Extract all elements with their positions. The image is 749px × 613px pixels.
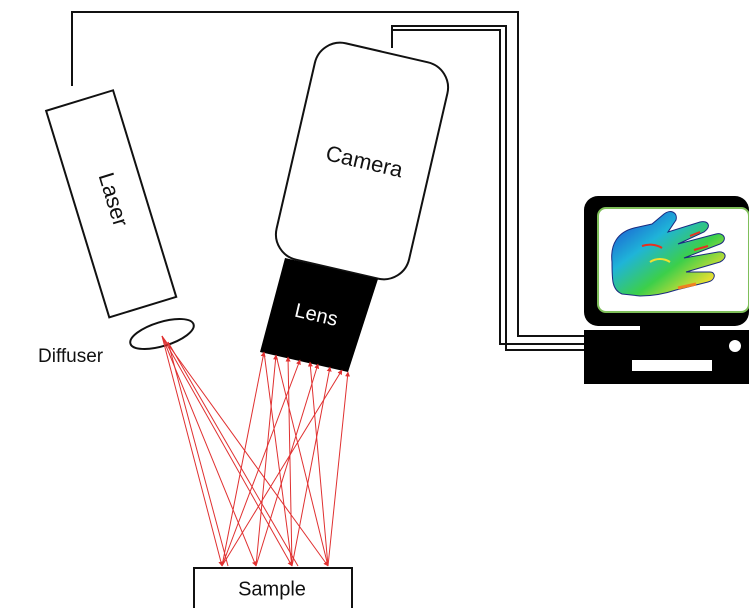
disk-drive-slot [632,360,712,371]
laser-cable [71,11,584,337]
diffuser-label: Diffuser [38,346,104,367]
hand-perfusion-image [611,211,726,297]
cables [71,11,584,351]
camera-body [274,41,450,281]
power-button [729,340,741,352]
diffuser-lens [129,318,195,350]
laser-device [44,89,178,319]
sample-label: Sample [238,578,306,600]
lens-body [260,258,378,372]
scattered-rays [221,351,351,567]
camera-cable-inner [391,29,584,345]
illumination-rays [161,335,329,567]
computer-base [584,330,749,384]
computer-icon [584,196,749,384]
sample-box [193,567,353,613]
